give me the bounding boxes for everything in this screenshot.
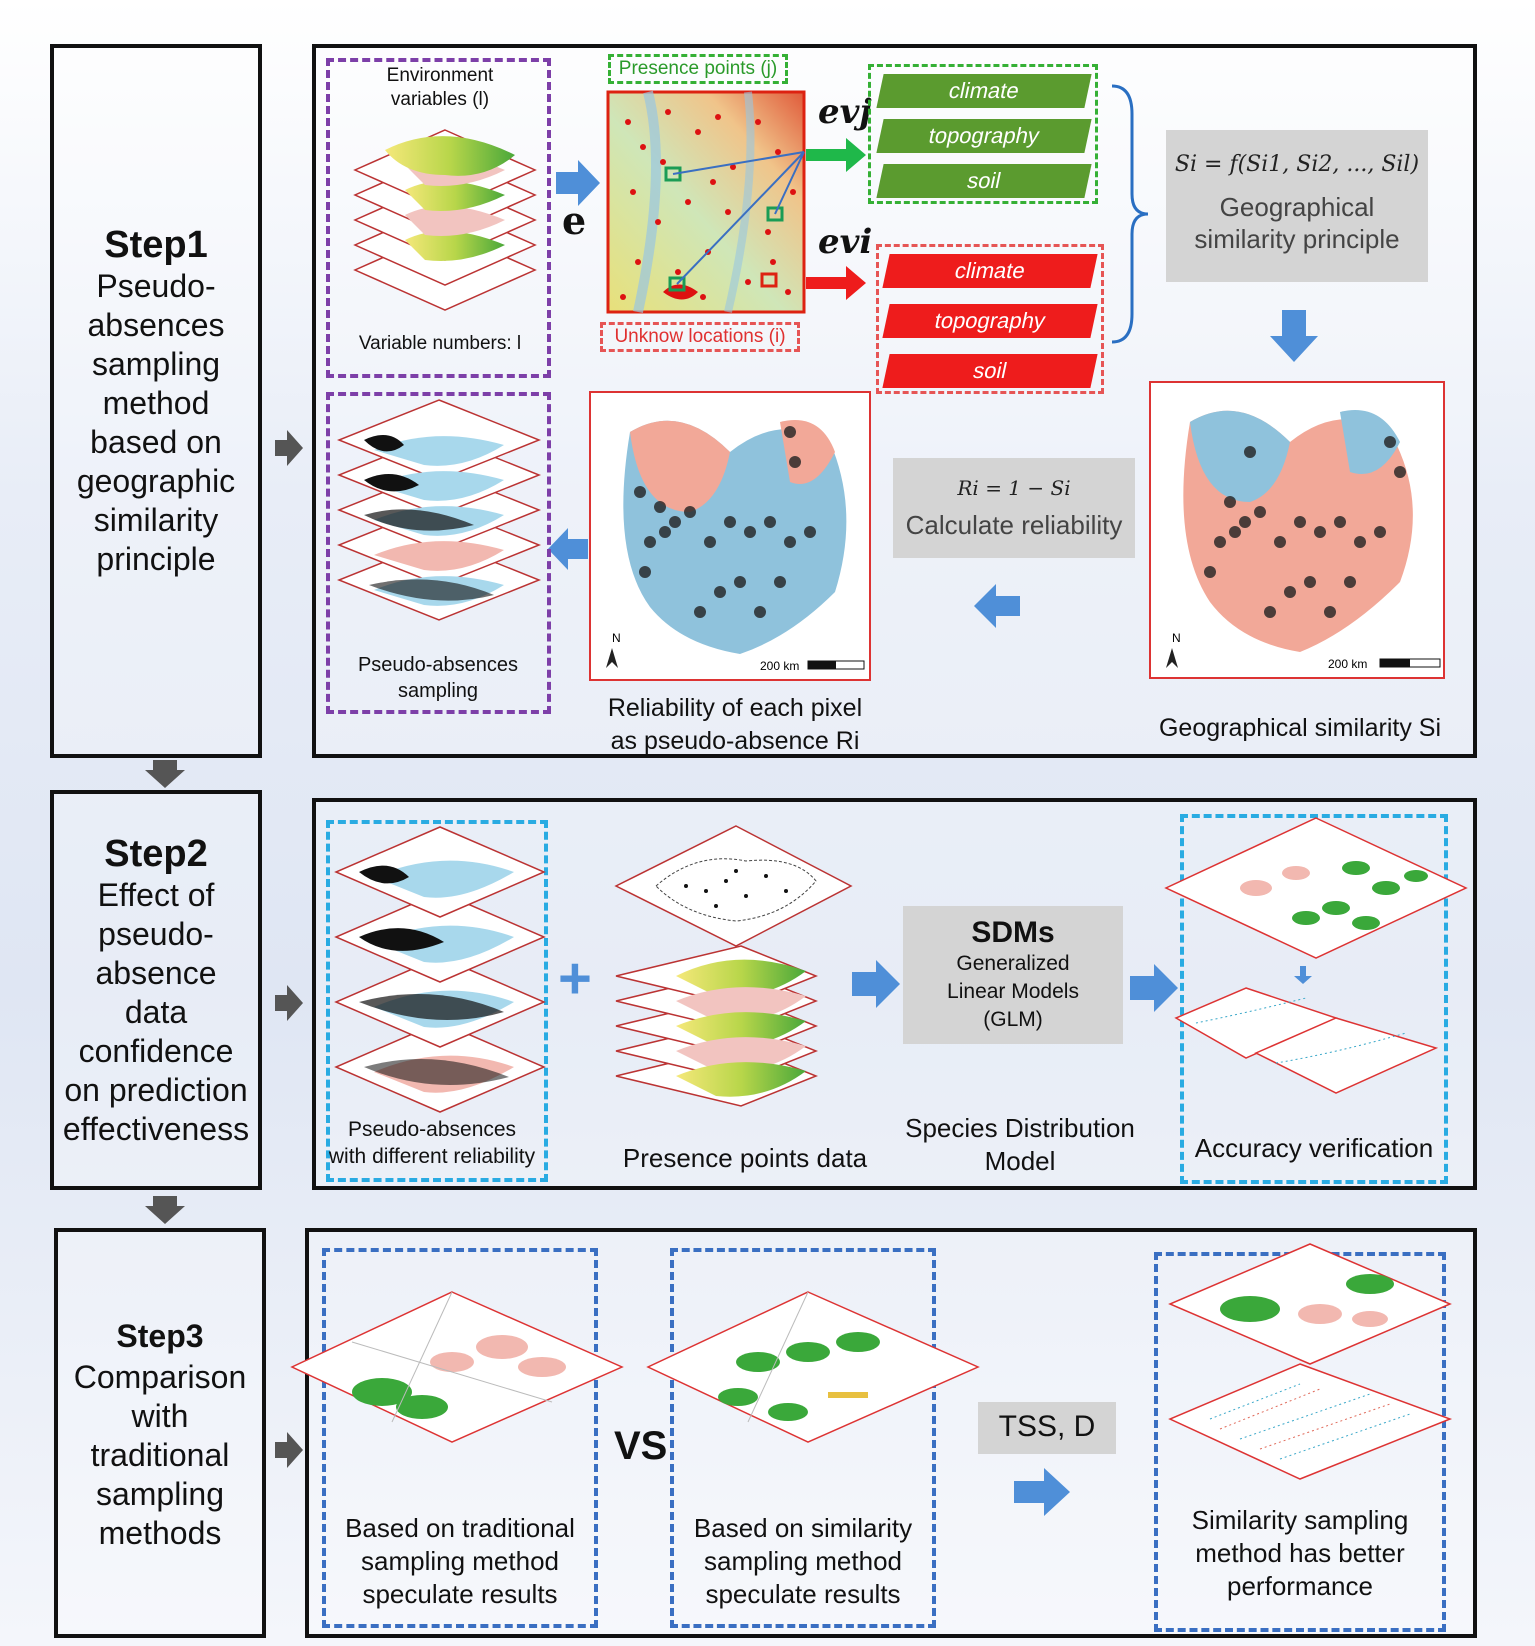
north-label: N bbox=[612, 631, 621, 645]
unknown-variables-group bbox=[876, 244, 1104, 394]
down-arrow-icon bbox=[145, 1196, 185, 1224]
pseudo-absences-reliability-group bbox=[326, 820, 548, 1182]
similarity-principle-box: Si = f(Si1, Si2, ..., Sil) Geographical … bbox=[1166, 130, 1428, 282]
step3-box: Step3 Comparison with traditional sampli… bbox=[54, 1228, 266, 1638]
similarity-results-group bbox=[670, 1248, 936, 1628]
sdm-subtitle: Generalized Linear Models (GLM) bbox=[947, 952, 1079, 1031]
brace-icon bbox=[1111, 84, 1149, 344]
right-arrow-icon bbox=[556, 160, 600, 206]
calculate-reliability-box: Ri = 1 − Si Calculate reliability bbox=[893, 458, 1135, 558]
north-label: N bbox=[1172, 631, 1181, 645]
reliability-map: N 200 km bbox=[589, 391, 871, 681]
environment-variables-group bbox=[326, 58, 551, 378]
right-arrow-icon bbox=[1014, 1468, 1070, 1516]
green-climate: climate bbox=[876, 74, 1092, 108]
right-arrow-icon bbox=[275, 1432, 303, 1468]
pseudo-absence-reliability-stack bbox=[334, 826, 546, 1113]
environment-variables-label: Environment variables (l) bbox=[386, 65, 494, 110]
metrics-label: TSS, D bbox=[998, 1410, 1096, 1443]
scale-label: 200 km bbox=[1328, 657, 1367, 671]
step1-title: Step1 bbox=[104, 224, 208, 266]
step1-description: Pseudo- absences sampling method based o… bbox=[76, 268, 236, 577]
step1-box: Step1 Pseudo- absences sampling method b… bbox=[50, 44, 262, 758]
conclusion-label: Similarity sampling method has better pe… bbox=[1191, 1505, 1409, 1601]
similarity-results-maps bbox=[646, 1291, 980, 1443]
right-arrow-icon bbox=[852, 960, 900, 1008]
green-topography: topography bbox=[876, 119, 1092, 153]
geographical-similarity-caption: Geographical similarity Si bbox=[1158, 714, 1442, 742]
evj-symbol: evj bbox=[818, 92, 872, 132]
step2-description: Effect of pseudo- absence data confidenc… bbox=[62, 876, 250, 1147]
accuracy-verification-group bbox=[1180, 814, 1448, 1184]
vs-label: VS bbox=[614, 1424, 668, 1468]
right-arrow-icon bbox=[275, 985, 303, 1021]
pseudo-absences-sampling-label: Pseudo-absences sampling bbox=[357, 654, 519, 702]
accuracy-verification-label: Accuracy verification bbox=[1194, 1133, 1434, 1163]
traditional-results-maps bbox=[290, 1291, 624, 1443]
green-arrow-icon bbox=[806, 138, 866, 172]
traditional-results-group bbox=[322, 1248, 598, 1628]
conclusion-maps bbox=[1168, 1243, 1453, 1480]
pseudo-absences-sampling-group bbox=[326, 392, 551, 714]
red-soil: soil bbox=[882, 354, 1098, 388]
sdm-caption: Species Distribution Model bbox=[905, 1113, 1135, 1176]
presence-variables-group bbox=[868, 64, 1098, 204]
presence-points-label-box bbox=[608, 54, 788, 84]
green-soil: soil bbox=[876, 164, 1092, 198]
down-arrow-icon bbox=[1270, 310, 1318, 362]
red-topography: topography bbox=[882, 304, 1098, 338]
similarity-principle-label: Geographical similarity principle bbox=[1194, 192, 1400, 254]
down-arrow-icon bbox=[145, 760, 185, 788]
right-arrow-icon bbox=[1130, 964, 1178, 1012]
raster-layer-stack bbox=[353, 129, 537, 311]
left-arrow-icon bbox=[974, 584, 1020, 628]
reliability-formula: Ri = 1 − Si bbox=[957, 476, 1071, 500]
plus-icon: + bbox=[558, 946, 592, 1011]
step3-title: Step3 bbox=[116, 1317, 204, 1354]
step2-title: Step2 bbox=[104, 832, 208, 875]
traditional-results-label: Based on traditional sampling method spe… bbox=[345, 1513, 575, 1609]
unknown-locations-label-box bbox=[600, 322, 800, 352]
e-symbol: e bbox=[562, 198, 587, 243]
right-arrow-icon bbox=[275, 430, 303, 466]
geographical-similarity-map: N 200 km bbox=[1149, 381, 1445, 679]
red-arrow-icon bbox=[806, 266, 866, 300]
reliability-caption: Reliability of each pixel as pseudo-abse… bbox=[607, 694, 863, 755]
sdm-box: SDMs Generalized Linear Models (GLM) bbox=[903, 906, 1123, 1044]
calculate-reliability-label: Calculate reliability bbox=[905, 510, 1123, 540]
red-climate: climate bbox=[882, 254, 1098, 288]
similarity-results-label: Based on similarity sampling method spec… bbox=[693, 1513, 913, 1609]
variable-numbers-label: Variable numbers: l bbox=[358, 333, 522, 354]
pseudo-absence-layer-stack bbox=[336, 399, 542, 621]
pseudo-absences-reliability-label: Pseudo-absences with different reliabili… bbox=[328, 1118, 536, 1168]
step3-description: Comparison with traditional sampling met… bbox=[73, 1358, 247, 1551]
unknown-locations-label: Unknow locations (i) bbox=[614, 326, 786, 347]
sdm-title: SDMs bbox=[971, 916, 1055, 949]
evi-symbol: evi bbox=[818, 222, 873, 262]
presence-points-map bbox=[606, 90, 806, 314]
scale-label: 200 km bbox=[760, 659, 799, 673]
presence-points-label: Presence points (j) bbox=[618, 58, 778, 79]
step2-box: Step2 Effect of pseudo- absence data con… bbox=[50, 790, 262, 1190]
metrics-box: TSS, D bbox=[978, 1402, 1116, 1454]
similarity-formula: Si = f(Si1, Si2, ..., Sil) bbox=[1174, 152, 1420, 177]
presence-points-layer-stack bbox=[614, 825, 853, 1107]
accuracy-maps-panel bbox=[1164, 817, 1468, 1094]
presence-points-data-label: Presence points data bbox=[622, 1143, 868, 1173]
left-arrow-icon bbox=[548, 528, 588, 570]
